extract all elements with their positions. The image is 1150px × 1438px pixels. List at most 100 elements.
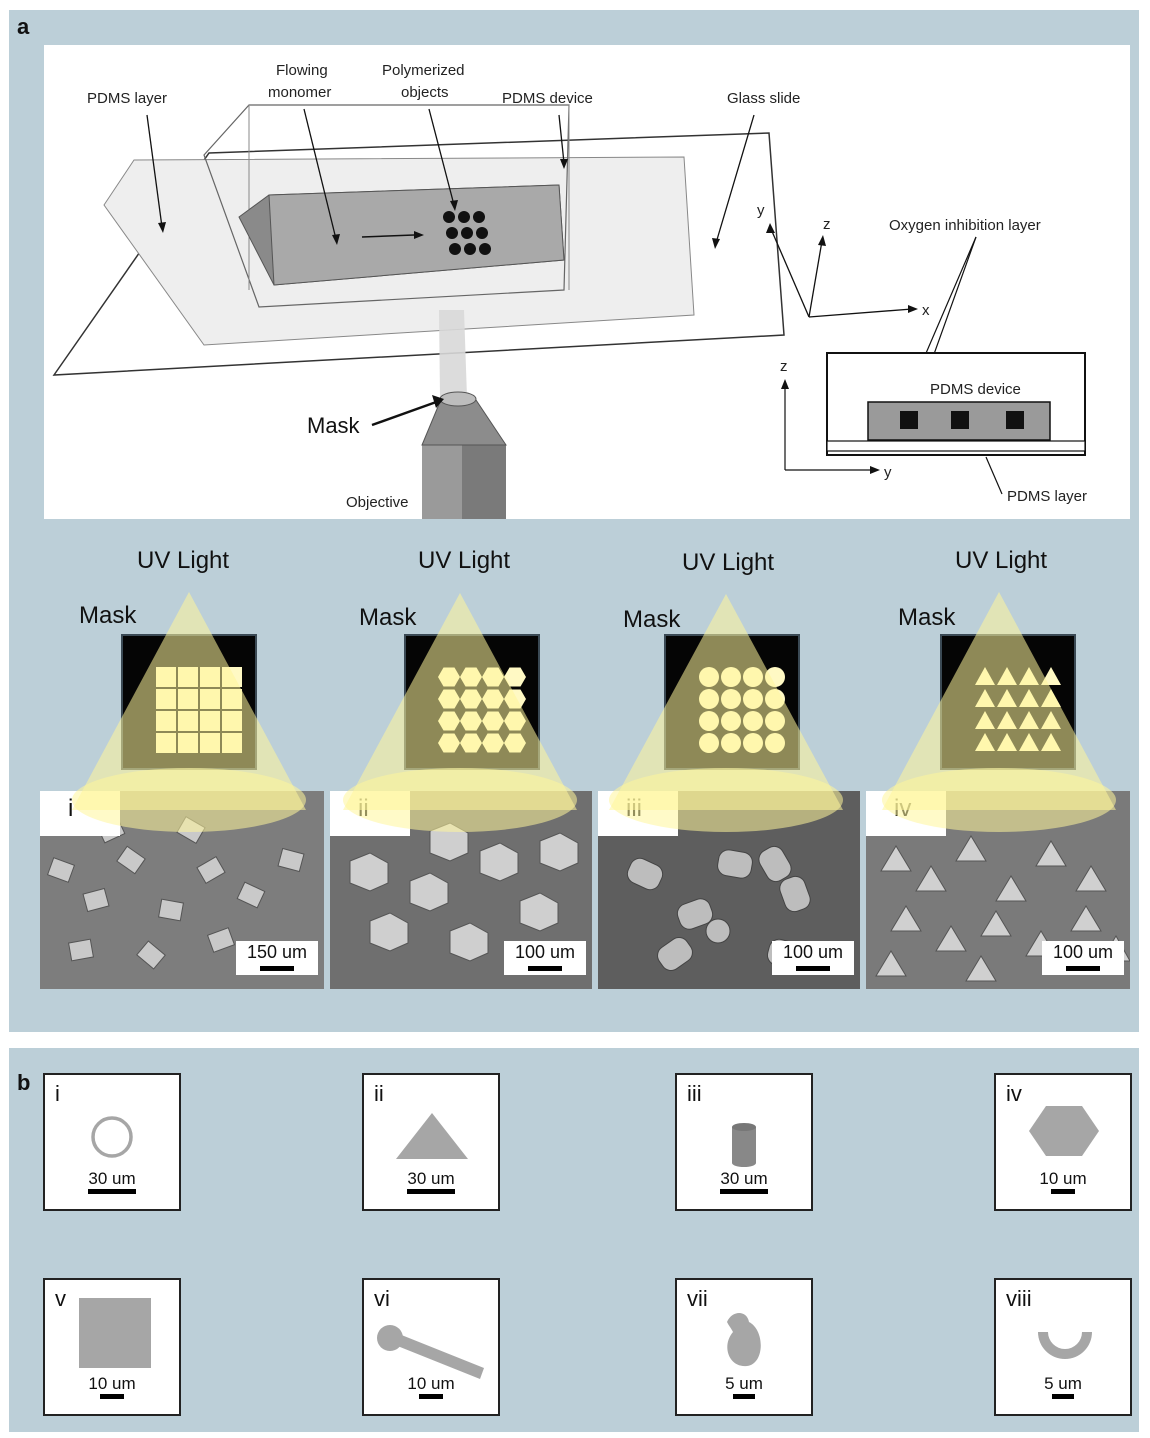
shape-scale-bar (407, 1189, 455, 1194)
shape-tag: vi (374, 1286, 390, 1311)
shape-square (79, 1298, 151, 1368)
shape-scale-label: 5 um (1044, 1374, 1082, 1393)
mask-pattern-element (765, 733, 785, 753)
mask-label-1: Mask (79, 602, 137, 629)
mask-pattern-element (504, 667, 526, 687)
mask-pattern-element (178, 667, 198, 687)
mask-pattern-element (975, 733, 995, 751)
panel-a-letter: a (17, 14, 30, 39)
pdms-device-box (203, 104, 570, 308)
device-schematic: PDMS layer Flowing monomer Polymerized o… (44, 45, 1130, 519)
mask-pattern-element (222, 711, 242, 731)
shape-scale-bar (733, 1394, 755, 1399)
inset-pdms-device-label: PDMS device (930, 381, 1021, 398)
mask-pattern-hexagon (438, 667, 526, 753)
mask-pattern-element (460, 689, 482, 709)
sem-image-2: ii 100 um (330, 791, 592, 989)
sem-scale-bar-2 (528, 966, 562, 971)
sem-scale-text-2: 100 um (514, 942, 576, 962)
mask-pattern-element (1019, 667, 1039, 685)
mask-pattern-element (504, 733, 526, 753)
flowing-monomer-label-1: Flowing (276, 62, 328, 79)
polymerized-objects-label-1: Polymerized (382, 62, 465, 79)
mask-pattern-element (178, 689, 198, 709)
mask-pattern-element (1041, 689, 1061, 707)
mask-pattern-element (156, 667, 176, 687)
mask-pattern-element (438, 711, 460, 731)
mask-pattern-element (222, 667, 242, 687)
mask-pattern-element (721, 733, 741, 753)
mask-pattern-element (222, 689, 242, 709)
sem-tag-3: iii (598, 791, 678, 836)
mask-pattern-element (1041, 733, 1061, 751)
sem-image-3: iii 100 um (598, 791, 860, 989)
sem-tag-1: i (40, 791, 120, 836)
mask-pattern-element (975, 711, 995, 729)
mask-pattern-element (743, 711, 763, 731)
mask-pattern-element (200, 667, 220, 687)
mask-pattern-element (1019, 733, 1039, 751)
pdms-layer-label: PDMS layer (87, 90, 167, 107)
shape-scale-bar (1052, 1394, 1074, 1399)
panel-b-letter: b (17, 1070, 31, 1095)
mask-pattern-element (178, 733, 198, 753)
mask-pattern-element (997, 667, 1017, 685)
shape-tag: vii (687, 1286, 708, 1311)
mask-pattern-element (765, 689, 785, 709)
mask-pattern-element (156, 733, 176, 753)
sem-scale-bar-4 (1066, 966, 1100, 971)
shape-hexagon (1029, 1106, 1099, 1156)
mask-pattern-element (1041, 711, 1061, 729)
shape-scale-label: 30 um (720, 1169, 768, 1188)
mask-pattern-element (482, 733, 504, 753)
mask-label-4: Mask (898, 604, 956, 631)
shape-tag: v (55, 1286, 66, 1311)
panel-a: a (9, 10, 1139, 1032)
sem-scale-bar-3 (796, 966, 830, 971)
mask-square-pattern (121, 634, 257, 770)
mask-pattern-element (156, 689, 176, 709)
mask-pattern-element (721, 711, 741, 731)
mask-pattern-element (721, 689, 741, 709)
mask-pattern-square (156, 667, 242, 753)
shape-triangle (396, 1113, 468, 1159)
oxygen-layer-label: Oxygen inhibition layer (889, 217, 1041, 234)
flowing-monomer-label-2: monomer (268, 84, 331, 101)
mask-pattern-element (1041, 667, 1061, 685)
light-beam (439, 310, 467, 397)
polymerized-objects-label-2: objects (401, 84, 449, 101)
mask-pattern-element (482, 711, 504, 731)
mask-pattern-element (156, 711, 176, 731)
mask-pattern-element (438, 667, 460, 687)
mask-pattern-element (178, 711, 198, 731)
sem-scale-bar-1 (260, 966, 294, 971)
mask-pattern-element (765, 667, 785, 687)
shape-lollipop (377, 1325, 484, 1379)
shape-scale-bar (88, 1189, 136, 1194)
mask-pattern-element (1019, 689, 1039, 707)
mask-pattern-element (997, 711, 1017, 729)
mask-pattern-element (460, 711, 482, 731)
axis-z-label: z (823, 216, 831, 233)
mask-hexagon-pattern (404, 634, 540, 770)
inset-pdms-layer-label: PDMS layer (1007, 488, 1087, 505)
shape-ring (91, 1116, 133, 1158)
shape-scale-label: 10 um (1039, 1169, 1087, 1188)
mask-pattern-element (504, 689, 526, 709)
polymerized-objects-dots (443, 211, 491, 255)
shape-scale-label: 30 um (88, 1169, 136, 1188)
sem-tag-2: ii (330, 791, 410, 836)
sem-scale-1: 150 um (236, 941, 318, 975)
mask-pattern-element (765, 711, 785, 731)
shape-teardrop (727, 1313, 761, 1367)
sem-scale-text-3: 100 um (782, 942, 844, 962)
mask-pattern-element (975, 689, 995, 707)
mask-pattern-element (975, 667, 995, 685)
shape-scale-bar (1051, 1189, 1075, 1194)
mask-label-2: Mask (359, 604, 417, 631)
